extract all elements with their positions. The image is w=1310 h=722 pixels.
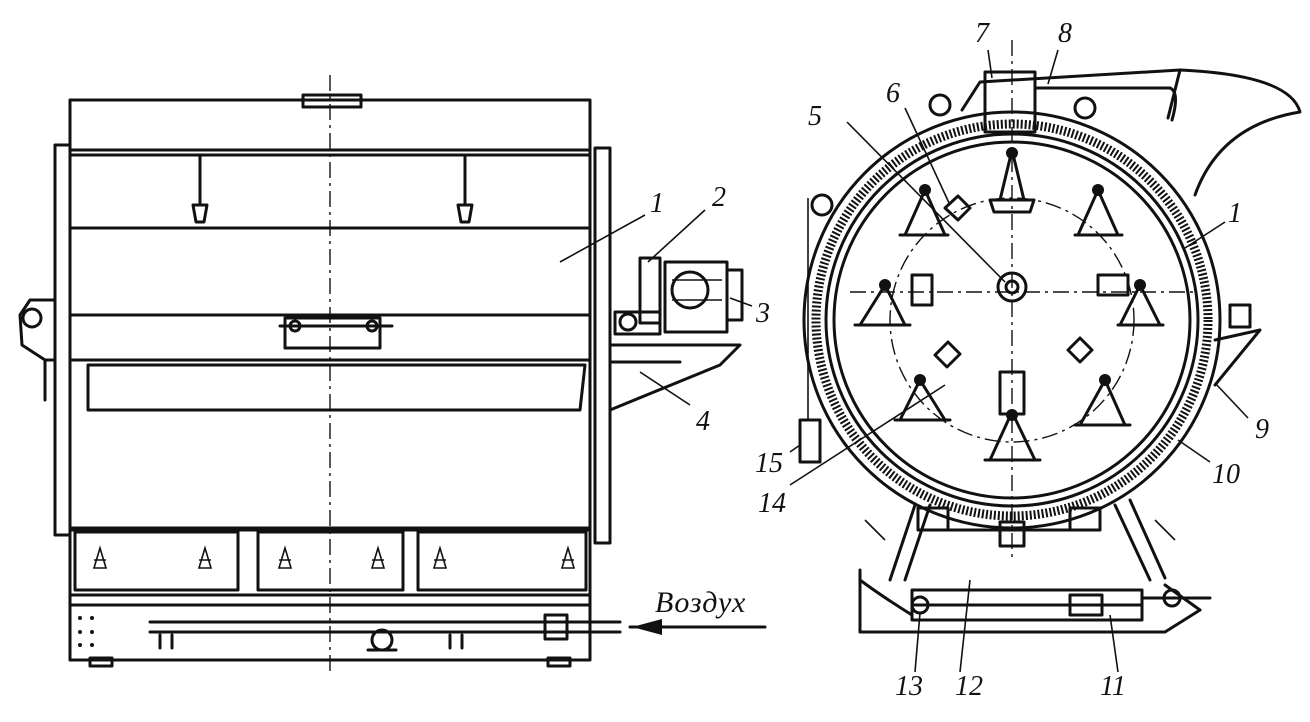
left-flange xyxy=(53,143,72,537)
hatch-7 xyxy=(983,70,1037,134)
counterweight-15 xyxy=(798,418,822,464)
label-5: 5 xyxy=(808,101,822,132)
label-9: 9 xyxy=(1255,414,1269,445)
insulation xyxy=(811,119,1213,521)
trough xyxy=(858,568,1202,634)
label-8: 8 xyxy=(1058,18,1072,49)
left-trunnion xyxy=(18,298,57,362)
exhaust-hood xyxy=(960,68,1302,197)
bracket-4 xyxy=(608,343,742,412)
cabinet-right xyxy=(416,530,588,592)
paddles xyxy=(853,147,1165,462)
label-1-section: 1 xyxy=(1228,198,1242,229)
latch-right xyxy=(456,203,474,224)
gearbox-2 xyxy=(638,256,662,325)
left-support xyxy=(888,503,917,582)
top-handle xyxy=(301,93,363,109)
label-14: 14 xyxy=(758,488,786,519)
section-view xyxy=(789,40,1302,673)
label-15: 15 xyxy=(755,448,783,479)
label-7: 7 xyxy=(975,18,990,49)
label-11: 11 xyxy=(1100,671,1126,702)
door-panel xyxy=(86,363,587,412)
right-flange xyxy=(593,146,612,545)
motor-3 xyxy=(663,260,729,334)
air-label: Воздух xyxy=(655,586,746,619)
label-6: 6 xyxy=(886,78,900,109)
side-view xyxy=(18,75,767,675)
cabinet-left xyxy=(73,530,240,592)
latch-left xyxy=(191,203,209,224)
label-4: 4 xyxy=(696,406,710,437)
door-handle xyxy=(283,316,382,350)
right-support xyxy=(1113,503,1152,582)
label-10: 10 xyxy=(1212,459,1240,490)
valve-11 xyxy=(1068,593,1104,617)
label-2: 2 xyxy=(712,182,726,213)
label-3: 3 xyxy=(755,298,770,329)
label-12: 12 xyxy=(955,671,983,702)
label-13: 13 xyxy=(895,671,923,702)
label-1-side: 1 xyxy=(650,188,664,219)
labels: 1 2 3 4 5 6 7 8 1 9 10 11 12 13 14 15 Во… xyxy=(650,18,1269,702)
